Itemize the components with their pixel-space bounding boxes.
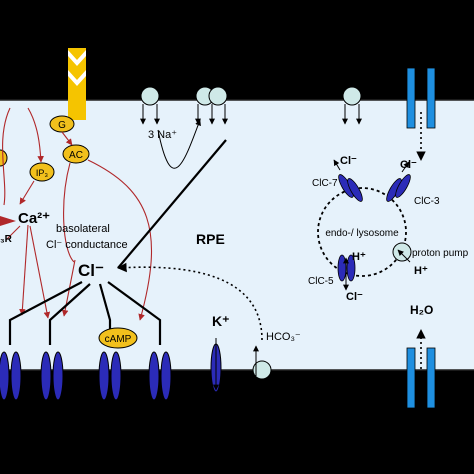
endo-lysosome-vesicle: [317, 187, 407, 277]
calcium-label: Ca²⁺: [18, 210, 50, 227]
ip3r-label: ₃R: [0, 234, 13, 245]
clc5-cl-label: Cl⁻: [346, 291, 363, 303]
clc7-flux-arrow: [333, 159, 341, 171]
clc3-flux-arrow: [401, 161, 410, 173]
rpe-label: RPE: [196, 231, 225, 247]
clc7-channel-icon: [338, 174, 363, 202]
proton-pump-icon: [392, 242, 412, 263]
chloride-main-label: Cl⁻: [78, 261, 104, 280]
basolateral-label-line2: Cl⁻ conductance: [46, 239, 128, 251]
bicarbonate-label: HCO₃⁻: [266, 331, 301, 343]
bicarbonate-exchange-arrow: [117, 262, 263, 341]
basolateral-label-line1: basolateral: [56, 223, 110, 235]
na-transporter-3: [208, 86, 228, 106]
receptor-icon: [68, 48, 86, 120]
sodium-transport-arrows: [140, 104, 228, 169]
cl-channel-4b: [160, 351, 172, 401]
aquaporin-apical-icon: [406, 67, 436, 129]
clc7-label: ClC-7: [312, 178, 338, 189]
cl-channel-4a: [148, 351, 160, 401]
ip3-label: IP₃: [36, 168, 49, 178]
rpe-cell-body: [0, 100, 474, 370]
ip3-icon: IP₃: [29, 162, 55, 182]
plc-partial-icon: [0, 149, 8, 167]
aquaporin-basal-icon: [406, 347, 436, 409]
clc5-h-label: H⁺: [352, 251, 366, 263]
cl-channel-1b: [10, 351, 22, 401]
clc3-label: ClC-3: [414, 196, 440, 207]
na-transporter-1: [140, 86, 160, 106]
camp-icon: cAMP: [98, 327, 138, 349]
right-transport-arrows: [342, 104, 362, 125]
g-protein-label: G: [58, 120, 66, 131]
clc3-cl-label: Cl⁻: [400, 159, 417, 171]
clc3-channel-icon: [386, 174, 411, 202]
proton-pump-h-label: H⁺: [414, 265, 428, 277]
basolateral-chloride-channels: [0, 351, 172, 401]
cl-channel-2b: [52, 351, 64, 401]
clc7-cl-label: Cl⁻: [340, 155, 357, 167]
camp-label: cAMP: [105, 334, 132, 345]
sodium-label: 3 Na⁺: [148, 129, 177, 141]
endo-lysosome-label: endo-/ lysosome: [325, 228, 399, 239]
ip3r-icon: [0, 216, 16, 226]
water-label: H₂O: [410, 303, 433, 317]
cl-channel-3a: [98, 351, 110, 401]
adenylyl-cyclase-icon: AC: [62, 144, 90, 164]
cl-channel-1a: [0, 351, 10, 401]
chloride-pathway-lines: [8, 139, 227, 345]
cl-channel-3b: [110, 351, 122, 401]
proton-pump-label: proton pump: [412, 248, 469, 259]
ac-label: AC: [69, 150, 83, 161]
apical-transporter-right: [342, 86, 362, 106]
g-protein-icon: G: [49, 115, 75, 133]
potassium-label: K⁺: [212, 313, 230, 329]
sodium-transporters: [140, 86, 228, 106]
cl-channel-2a: [40, 351, 52, 401]
bicarbonate-transporter-icon: [252, 345, 272, 380]
clc5-label: ClC-5: [308, 276, 334, 287]
